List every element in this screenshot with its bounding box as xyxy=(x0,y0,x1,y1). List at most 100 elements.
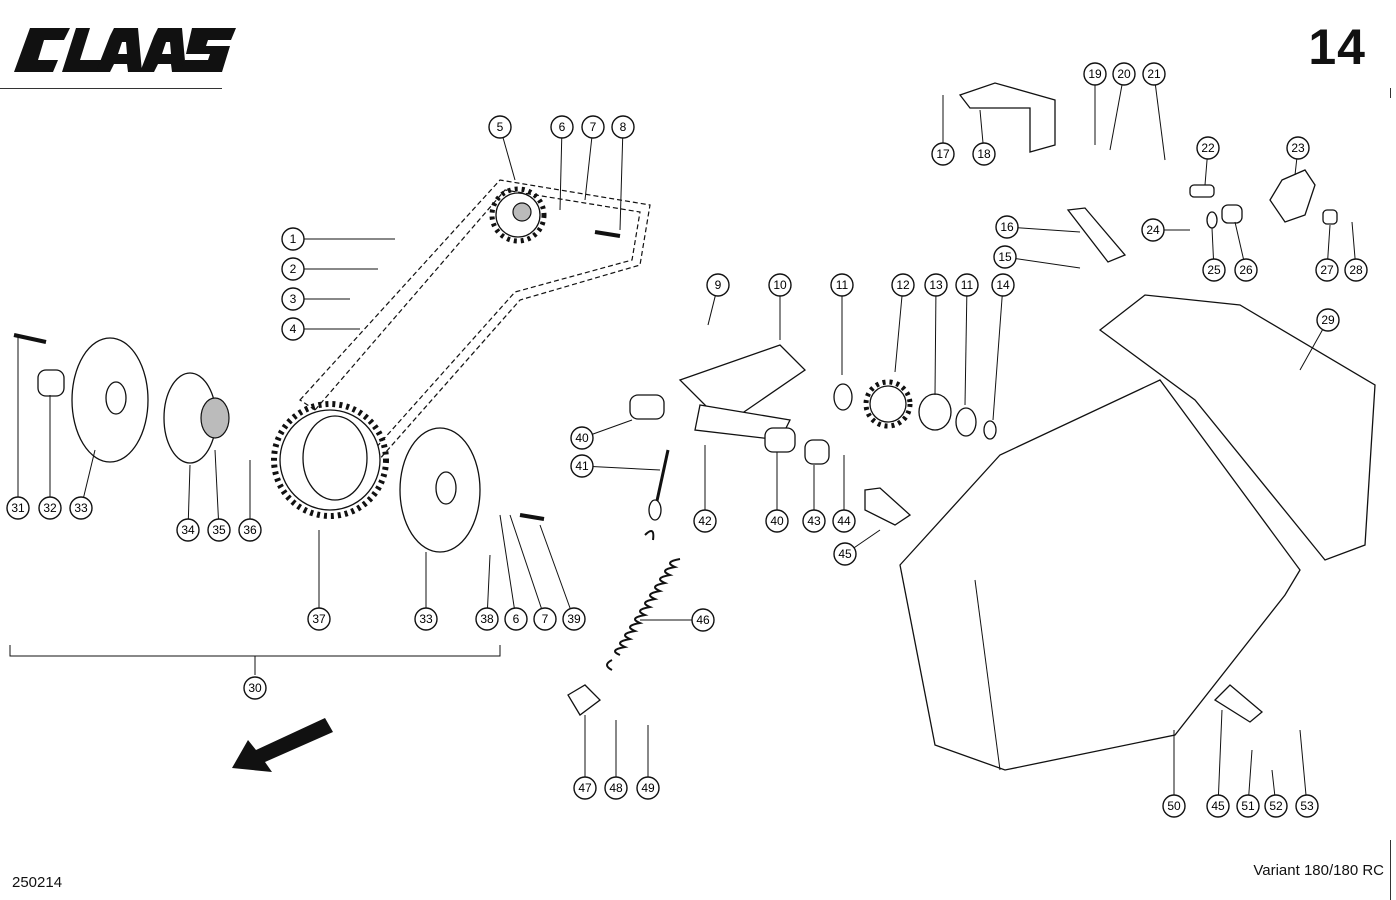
callout-label: 22 xyxy=(1201,141,1215,155)
callout-label: 43 xyxy=(807,514,821,528)
callout-label: 41 xyxy=(575,459,589,473)
frame-line xyxy=(1390,840,1391,900)
callout-circle xyxy=(238,518,262,542)
bracket xyxy=(567,684,601,716)
callout-circle xyxy=(891,273,915,297)
callout-label: 15 xyxy=(998,250,1012,264)
callout-34: 34 xyxy=(176,518,200,542)
callout-label: 7 xyxy=(590,120,597,134)
callout-7: 7 xyxy=(581,115,605,139)
callout-label: 10 xyxy=(773,278,787,292)
callout-leader-line xyxy=(894,284,904,373)
callout-2: 2 xyxy=(281,257,305,281)
callout-circle xyxy=(69,496,93,520)
callout-circle xyxy=(830,273,854,297)
callout-circle xyxy=(281,227,305,251)
callout-label: 23 xyxy=(1291,141,1305,155)
callout-label: 35 xyxy=(212,523,226,537)
callout-41: 41 xyxy=(570,454,594,478)
plate xyxy=(1066,207,1127,263)
callout-circle xyxy=(706,273,730,297)
callout-label: 44 xyxy=(837,514,851,528)
callout-6: 6 xyxy=(504,607,528,631)
callout-label: 52 xyxy=(1269,799,1283,813)
callout-19: 19 xyxy=(1083,62,1107,86)
callout-label: 45 xyxy=(1211,799,1225,813)
frame-line xyxy=(1390,88,1391,98)
callout-circle xyxy=(1295,794,1319,818)
pin xyxy=(1189,184,1215,198)
callout-label: 32 xyxy=(43,501,57,515)
circlip xyxy=(955,407,977,437)
callout-circle xyxy=(570,454,594,478)
callout-label: 20 xyxy=(1117,67,1131,81)
callout-label: 25 xyxy=(1207,263,1221,277)
callout-44: 44 xyxy=(832,509,856,533)
callout-circle xyxy=(611,115,635,139)
callout-circle xyxy=(1344,258,1368,282)
callout-leader-line xyxy=(499,514,517,620)
callout-43: 43 xyxy=(802,509,826,533)
callout-label: 33 xyxy=(74,501,88,515)
callout-label: 14 xyxy=(996,278,1010,292)
callout-circle xyxy=(995,215,1019,239)
callout-leader-line xyxy=(1109,73,1125,151)
callout-46: 46 xyxy=(691,608,715,632)
callout-circle xyxy=(1196,136,1220,160)
flange-disc xyxy=(399,427,481,553)
washer xyxy=(1206,211,1218,229)
claas-logo xyxy=(14,28,236,72)
callout-leader-line xyxy=(964,284,968,406)
callout-leader-line xyxy=(992,284,1004,421)
callout-label: 24 xyxy=(1146,223,1160,237)
callout-label: 40 xyxy=(770,514,784,528)
callout-23: 23 xyxy=(1286,136,1310,160)
callout-leader-line xyxy=(619,126,624,231)
bushing xyxy=(764,427,796,453)
callout-circle xyxy=(1286,136,1310,160)
callout-49: 49 xyxy=(636,776,660,800)
callout-label: 1 xyxy=(290,232,297,246)
callout-24: 24 xyxy=(1141,218,1165,242)
callout-circle xyxy=(281,257,305,281)
callout-label: 51 xyxy=(1241,799,1255,813)
sleeve xyxy=(1221,204,1243,224)
callout-31: 31 xyxy=(6,496,30,520)
callout-circle xyxy=(1206,794,1230,818)
callout-leader-line xyxy=(509,514,546,620)
arm xyxy=(1269,169,1316,223)
callout-leader-line xyxy=(584,126,594,201)
callout-circle xyxy=(533,607,557,631)
callout-22: 22 xyxy=(1196,136,1220,160)
callout-label: 3 xyxy=(290,292,297,306)
callout-label: 36 xyxy=(243,523,257,537)
callout-label: 42 xyxy=(698,514,712,528)
callout-circle xyxy=(1315,258,1339,282)
callout-label: 16 xyxy=(1000,220,1014,234)
callout-27: 27 xyxy=(1315,258,1339,282)
callout-label: 45 xyxy=(838,547,852,561)
callout-5: 5 xyxy=(488,115,512,139)
small-sprocket xyxy=(489,186,547,244)
callout-circle xyxy=(475,607,499,631)
callout-20: 20 xyxy=(1112,62,1136,86)
callout-leader-line xyxy=(559,126,563,211)
callout-45: 45 xyxy=(833,542,857,566)
callout-11: 11 xyxy=(955,273,979,297)
callout-circle xyxy=(1162,794,1186,818)
callout-7: 7 xyxy=(533,607,557,631)
callout-circle xyxy=(1202,258,1226,282)
callout-label: 6 xyxy=(513,612,520,626)
callout-label: 11 xyxy=(836,278,849,292)
callout-8: 8 xyxy=(611,115,635,139)
callout-circle xyxy=(765,509,789,533)
callout-leader-line xyxy=(581,465,661,471)
callout-circle xyxy=(691,608,715,632)
callout-label: 28 xyxy=(1349,263,1363,277)
callout-21: 21 xyxy=(1142,62,1166,86)
callout-circle xyxy=(488,115,512,139)
callout-39: 39 xyxy=(562,607,586,631)
frame-line xyxy=(0,88,222,89)
callout-circle xyxy=(414,607,438,631)
callout-circle xyxy=(1112,62,1136,86)
